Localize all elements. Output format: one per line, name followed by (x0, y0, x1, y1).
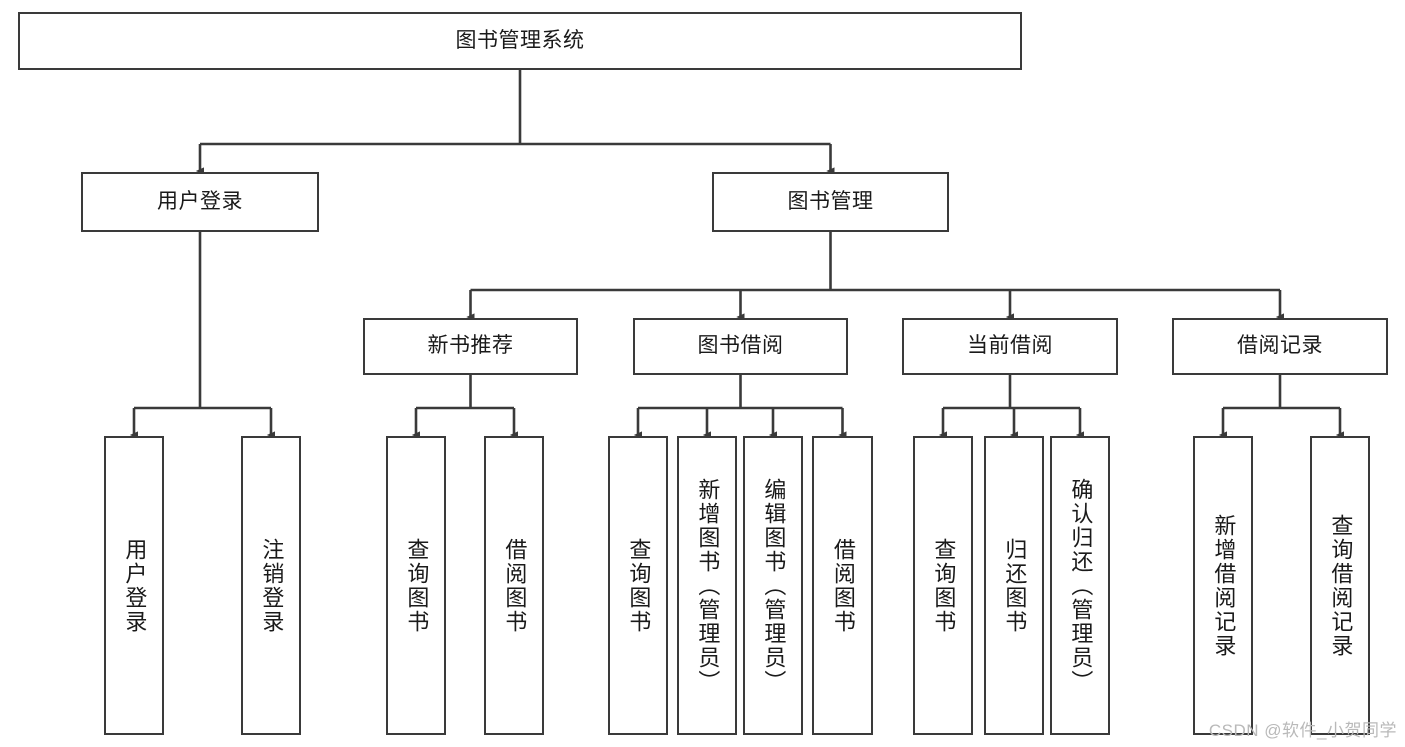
node-root[interactable]: 图书管理系统 (18, 12, 1022, 70)
node-label-leaf-confirm-return: 确认归还（管理员） (1068, 477, 1094, 694)
node-label-leaf-add-borrow-record: 新增借阅记录 (1211, 513, 1237, 658)
edges-group (129, 70, 1345, 439)
node-leaf-user-logout[interactable]: 注销登录 (241, 436, 301, 735)
node-label-leaf-query-book-borrow: 查询图书 (626, 537, 652, 634)
node-book-borrow[interactable]: 图书借阅 (633, 318, 848, 375)
node-label-leaf-edit-book: 编辑图书（管理员） (761, 477, 787, 694)
node-label-leaf-add-book: 新增图书（管理员） (695, 477, 721, 694)
csdn-watermark: CSDN @软件_小贺同学 (1208, 721, 1397, 740)
node-label-leaf-user-login: 用户登录 (122, 537, 148, 634)
node-label-leaf-query-borrow-record: 查询借阅记录 (1328, 513, 1354, 658)
node-label-leaf-return-book: 归还图书 (1002, 537, 1028, 634)
node-label-leaf-query-book-current: 查询图书 (931, 537, 957, 634)
node-label-leaf-query-book-recommend: 查询图书 (404, 537, 430, 634)
node-leaf-add-book[interactable]: 新增图书（管理员） (677, 436, 737, 735)
node-label-new-book-recommend: 新书推荐 (427, 334, 514, 358)
node-label-borrow-record: 借阅记录 (1237, 334, 1323, 358)
node-leaf-edit-book[interactable]: 编辑图书（管理员） (743, 436, 803, 735)
node-leaf-confirm-return[interactable]: 确认归还（管理员） (1050, 436, 1110, 735)
node-label-leaf-user-logout: 注销登录 (259, 537, 285, 634)
node-label-book-management: 图书管理 (787, 189, 874, 213)
node-leaf-user-login[interactable]: 用户登录 (104, 436, 164, 735)
node-current-borrow[interactable]: 当前借阅 (902, 318, 1118, 375)
node-label-book-borrow: 图书借阅 (697, 334, 784, 358)
node-leaf-borrow-book[interactable]: 借阅图书 (812, 436, 873, 735)
node-leaf-query-book-recommend[interactable]: 查询图书 (386, 436, 446, 735)
node-label-leaf-borrow-book: 借阅图书 (830, 537, 856, 634)
node-borrow-record[interactable]: 借阅记录 (1172, 318, 1388, 375)
node-leaf-query-book-borrow[interactable]: 查询图书 (608, 436, 668, 735)
node-leaf-return-book[interactable]: 归还图书 (984, 436, 1044, 735)
node-label-root: 图书管理系统 (455, 28, 585, 52)
node-leaf-add-borrow-record[interactable]: 新增借阅记录 (1193, 436, 1253, 735)
node-leaf-borrow-book-recommend[interactable]: 借阅图书 (484, 436, 544, 735)
node-label-user-login: 用户登录 (157, 189, 243, 213)
node-user-login[interactable]: 用户登录 (81, 172, 319, 232)
node-label-current-borrow: 当前借阅 (967, 334, 1053, 358)
node-leaf-query-borrow-record[interactable]: 查询借阅记录 (1310, 436, 1370, 735)
node-new-book-recommend[interactable]: 新书推荐 (363, 318, 578, 375)
node-book-management[interactable]: 图书管理 (712, 172, 949, 232)
node-label-leaf-borrow-book-recommend: 借阅图书 (502, 537, 528, 634)
node-leaf-query-book-current[interactable]: 查询图书 (913, 436, 973, 735)
